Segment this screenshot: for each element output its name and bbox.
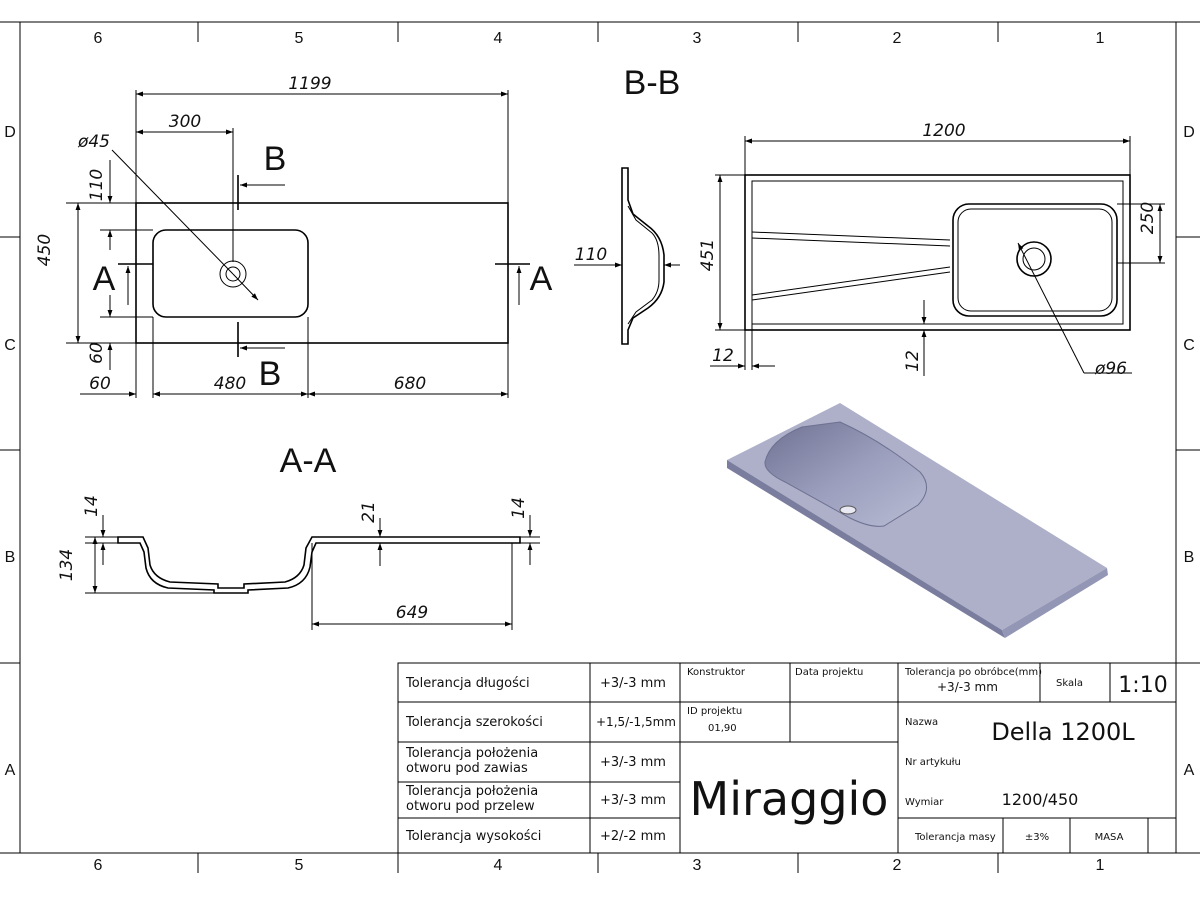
project-id-label: ID projektu <box>687 706 742 717</box>
brand-logo: Miraggio <box>690 772 889 826</box>
dimension-label: Wymiar <box>905 797 944 808</box>
top-view-drain-inner <box>225 266 241 282</box>
right-view-dim-rim-y: 12 <box>903 350 923 372</box>
zone-row-d-right: D <box>1183 124 1195 141</box>
sink-3d-render <box>727 403 1108 638</box>
zone-col-2-top: 2 <box>893 30 902 47</box>
cut-a-label-right: A <box>530 260 553 298</box>
top-view-dim-length: 1199 <box>288 74 331 94</box>
article-label: Nr artykułu <box>905 757 961 768</box>
zone-col-1-top: 1 <box>1096 30 1105 47</box>
section-b-profile <box>621 167 665 345</box>
constructor-label: Konstruktor <box>687 667 746 678</box>
section-a-title: A-A <box>280 442 337 480</box>
scale-value: 1:10 <box>1118 673 1167 698</box>
top-view-dim-bottom-margin: 60 <box>87 342 107 364</box>
tolerance-height-label: Tolerancja wysokości <box>405 829 541 844</box>
section-a-dim-mid: 21 <box>359 501 379 523</box>
cut-a-label-left: A <box>93 260 116 298</box>
tolerance-width-value: +1,5/-1,5mm <box>596 715 676 729</box>
zone-row-c-right: C <box>1183 337 1195 354</box>
zone-col-6-bottom: 6 <box>94 857 103 874</box>
top-view-dim-top-margin: 110 <box>87 169 107 201</box>
mass-tolerance-value: ±3% <box>1025 832 1049 843</box>
zone-row-b-left: B <box>5 549 16 566</box>
right-view-dim-length: 1200 <box>922 121 965 141</box>
tolerance-height-value: +2/-2 mm <box>600 829 666 844</box>
right-view-drain-outer <box>1016 241 1052 277</box>
section-a-dim-height: 134 <box>57 549 77 581</box>
section-b-view: B-B 110 <box>574 64 681 345</box>
zone-col-3-bottom: 3 <box>693 857 702 874</box>
top-view-dim-width: 450 <box>35 234 55 266</box>
section-a-dim-length: 649 <box>396 603 428 623</box>
right-view-dim-rim-x: 12 <box>712 346 734 366</box>
top-view-dim-offset: 300 <box>169 112 201 132</box>
top-view-dim-right-length: 680 <box>394 374 426 394</box>
right-view-dim-bowl: 250 <box>1138 202 1158 234</box>
project-id-value: 01,90 <box>708 723 737 734</box>
product-name: Della 1200L <box>991 718 1135 746</box>
scale-label: Skala <box>1056 678 1083 689</box>
title-block: Tolerancja długości +3/-3 mm Tolerancja … <box>397 662 1177 854</box>
mass-label: MASA <box>1095 832 1124 843</box>
zone-col-4-bottom: 4 <box>494 857 503 874</box>
right-view-drain-inner <box>1022 247 1046 271</box>
section-a-dim-right: 14 <box>509 497 529 519</box>
render-bowl <box>764 421 927 527</box>
zone-row-c-left: C <box>4 337 16 354</box>
top-view-outline <box>135 202 509 344</box>
tolerance-hinge-value: +3/-3 mm <box>600 755 666 770</box>
machining-tolerance-value: +3/-3 mm <box>937 680 998 694</box>
top-view-dim-hole: ø45 <box>77 132 110 152</box>
sheet-frame: 6 5 4 3 2 1 6 5 4 3 2 1 D C B A D C B A <box>0 21 1200 874</box>
render-right-edge <box>1002 568 1108 638</box>
tolerance-overflow-value: +3/-3 mm <box>600 793 666 808</box>
project-date-label: Data projektu <box>795 667 863 678</box>
section-a-profile <box>117 536 521 594</box>
tolerance-length-value: +3/-3 mm <box>600 676 666 691</box>
zone-col-1-bottom: 1 <box>1096 857 1105 874</box>
section-a-dim-top: 14 <box>82 495 102 517</box>
right-view-bowl <box>952 203 1118 317</box>
tolerance-length-label: Tolerancja długości <box>405 676 530 691</box>
cut-b-label-bottom: B <box>259 355 282 393</box>
right-view-dim-drain: ø96 <box>1094 359 1127 379</box>
section-a-view: A-A 14 134 21 14 649 <box>57 442 540 630</box>
top-view-dim-bowl-length: 480 <box>214 374 246 394</box>
name-label: Nazwa <box>905 717 938 728</box>
zone-row-b-right: B <box>1184 549 1195 566</box>
top-view: 1199 300 450 110 60 60 480 680 ø45 B B A <box>35 74 553 398</box>
zone-col-6-top: 6 <box>94 30 103 47</box>
zone-row-d-left: D <box>4 124 16 141</box>
render-front-edge <box>727 460 1005 638</box>
zone-row-a-right: A <box>1184 762 1195 779</box>
cut-b-label-top: B <box>264 140 287 178</box>
machining-tolerance-label: Tolerancja po obróbce(mm) <box>904 666 1042 678</box>
zone-col-4-top: 4 <box>494 30 503 47</box>
section-b-dim-depth: 110 <box>575 245 607 265</box>
right-view-outline <box>744 174 1131 331</box>
right-view: 1200 451 250 12 12 ø96 <box>698 121 1165 379</box>
dimension-value: 1200/450 <box>1002 790 1079 809</box>
right-view-dim-width: 451 <box>698 239 718 271</box>
zone-row-a-left: A <box>5 762 16 779</box>
mass-tolerance-label: Tolerancja masy <box>914 832 996 843</box>
zone-col-2-bottom: 2 <box>893 857 902 874</box>
section-b-title: B-B <box>624 64 681 102</box>
tolerance-width-label: Tolerancja szerokości <box>405 715 543 730</box>
zone-col-3-top: 3 <box>693 30 702 47</box>
zone-col-5-top: 5 <box>295 30 304 47</box>
top-view-bowl <box>152 229 309 318</box>
zone-col-5-bottom: 5 <box>295 857 304 874</box>
top-view-dim-left-margin: 60 <box>89 374 111 394</box>
render-drain <box>839 505 857 515</box>
